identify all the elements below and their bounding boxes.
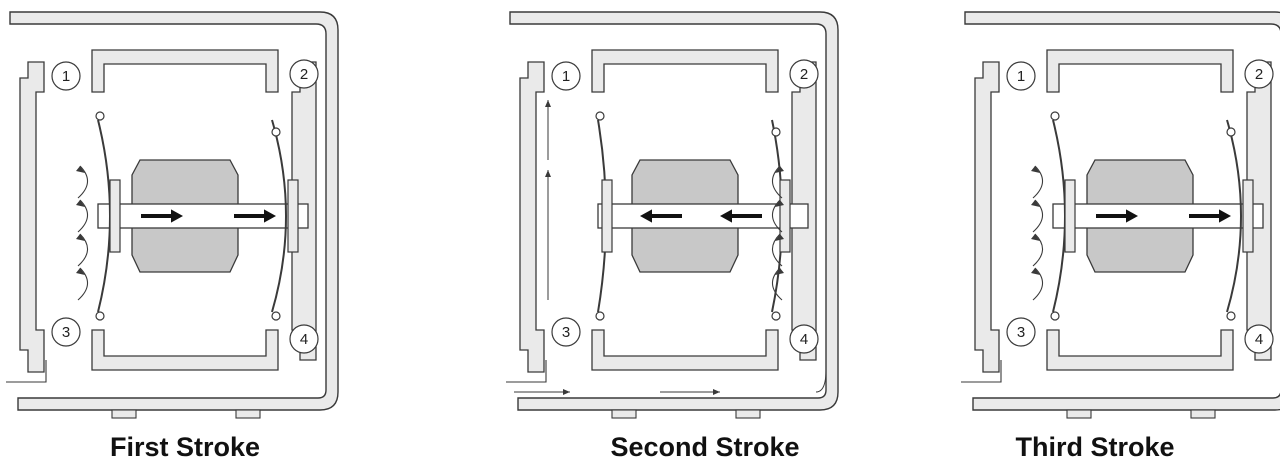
shaft <box>597 203 809 229</box>
left-diaphragm-plate <box>601 179 613 253</box>
outer-manifold <box>9 11 339 411</box>
right-diaphragm <box>1226 119 1242 313</box>
shaft-arrow-head-1 <box>171 209 183 223</box>
port-4-label: 4 <box>300 331 308 348</box>
port-2-label: 2 <box>1255 66 1263 83</box>
shaft <box>97 203 309 229</box>
right-diaphragm-plate <box>287 179 299 253</box>
inlet-line <box>506 360 547 383</box>
flow-arrows-left-chamber <box>76 165 89 301</box>
check-ball-4 <box>271 311 281 321</box>
top-manifold <box>1046 49 1234 93</box>
port-1-circle <box>51 61 81 91</box>
panel-second-stroke: 1 2 3 4 Second Stroke <box>500 0 920 462</box>
foot-left <box>611 409 637 419</box>
left-chamber-wall <box>519 61 545 373</box>
caption-third-stroke: Third Stroke <box>1015 432 1175 462</box>
port-2-circle <box>289 59 319 89</box>
shaft-arrow-head-2 <box>264 209 276 223</box>
bottom-manifold <box>591 329 779 371</box>
port-4-circle <box>289 324 319 354</box>
bottom-manifold <box>91 329 279 371</box>
check-ball-1 <box>1050 111 1060 121</box>
port-3-label: 3 <box>62 324 70 341</box>
port-1-label: 1 <box>1017 68 1025 85</box>
flow-arrows-manifold <box>514 100 827 395</box>
port-1-label: 1 <box>62 68 70 85</box>
port-4-label: 4 <box>800 331 808 348</box>
shaft-arrow-head-2 <box>1219 209 1231 223</box>
right-diaphragm-plate <box>779 179 791 253</box>
check-ball-3 <box>1050 311 1060 321</box>
caption-first-stroke: First Stroke <box>109 432 261 462</box>
flow-arrows-left-chamber <box>1031 165 1044 301</box>
panel-third-stroke: 1 2 3 4 Third Stroke <box>955 0 1280 462</box>
pump-drawing-first: 1 2 3 4 <box>6 11 339 419</box>
left-diaphragm-plate <box>1064 179 1076 253</box>
port-2-label: 2 <box>800 66 808 83</box>
check-ball-4 <box>1226 311 1236 321</box>
port-3-circle <box>551 317 581 347</box>
pump-drawing-third: 1 2 3 4 <box>961 11 1280 419</box>
foot-left <box>1066 409 1092 419</box>
left-chamber-wall <box>19 61 45 373</box>
port-2-circle <box>789 59 819 89</box>
shaft-arrow-head-1 <box>1126 209 1138 223</box>
top-manifold <box>91 49 279 93</box>
left-diaphragm-plate <box>109 179 121 253</box>
port-1-circle <box>551 61 581 91</box>
check-ball-3 <box>595 311 605 321</box>
port-3-label: 3 <box>1017 324 1025 341</box>
port-3-circle <box>51 317 81 347</box>
check-ball-2 <box>771 127 781 137</box>
check-ball-1 <box>595 111 605 121</box>
foot-right <box>735 409 761 419</box>
port-3-circle <box>1006 317 1036 347</box>
foot-right <box>1190 409 1216 419</box>
right-diaphragm <box>271 119 287 313</box>
pump-drawing-second: 1 2 3 4 <box>506 11 839 419</box>
foot-left <box>111 409 137 419</box>
port-2-label: 2 <box>300 66 308 83</box>
caption-second-stroke: Second Stroke <box>610 432 800 462</box>
outer-manifold <box>509 11 839 411</box>
top-manifold <box>591 49 779 93</box>
port-1-label: 1 <box>562 68 570 85</box>
port-1-circle <box>1006 61 1036 91</box>
bottom-manifold <box>1046 329 1234 371</box>
check-ball-4 <box>771 311 781 321</box>
check-ball-3 <box>95 311 105 321</box>
left-chamber-wall <box>974 61 1000 373</box>
check-ball-2 <box>1226 127 1236 137</box>
right-diaphragm-plate <box>1242 179 1254 253</box>
check-ball-1 <box>95 111 105 121</box>
shaft <box>1052 203 1264 229</box>
panel-first-stroke: 1 2 3 4 First Stroke <box>0 0 420 462</box>
port-4-circle <box>1244 324 1274 354</box>
port-4-circle <box>789 324 819 354</box>
port-3-label: 3 <box>562 324 570 341</box>
port-4-label: 4 <box>1255 331 1263 348</box>
check-ball-2 <box>271 127 281 137</box>
foot-right <box>235 409 261 419</box>
shaft-arrow-head-2 <box>720 209 732 223</box>
shaft-arrow-head-1 <box>640 209 652 223</box>
flow-arrows-right-chamber <box>771 165 784 301</box>
inlet-line <box>961 360 1002 383</box>
inlet-line <box>6 360 47 383</box>
port-2-circle <box>1244 59 1274 89</box>
